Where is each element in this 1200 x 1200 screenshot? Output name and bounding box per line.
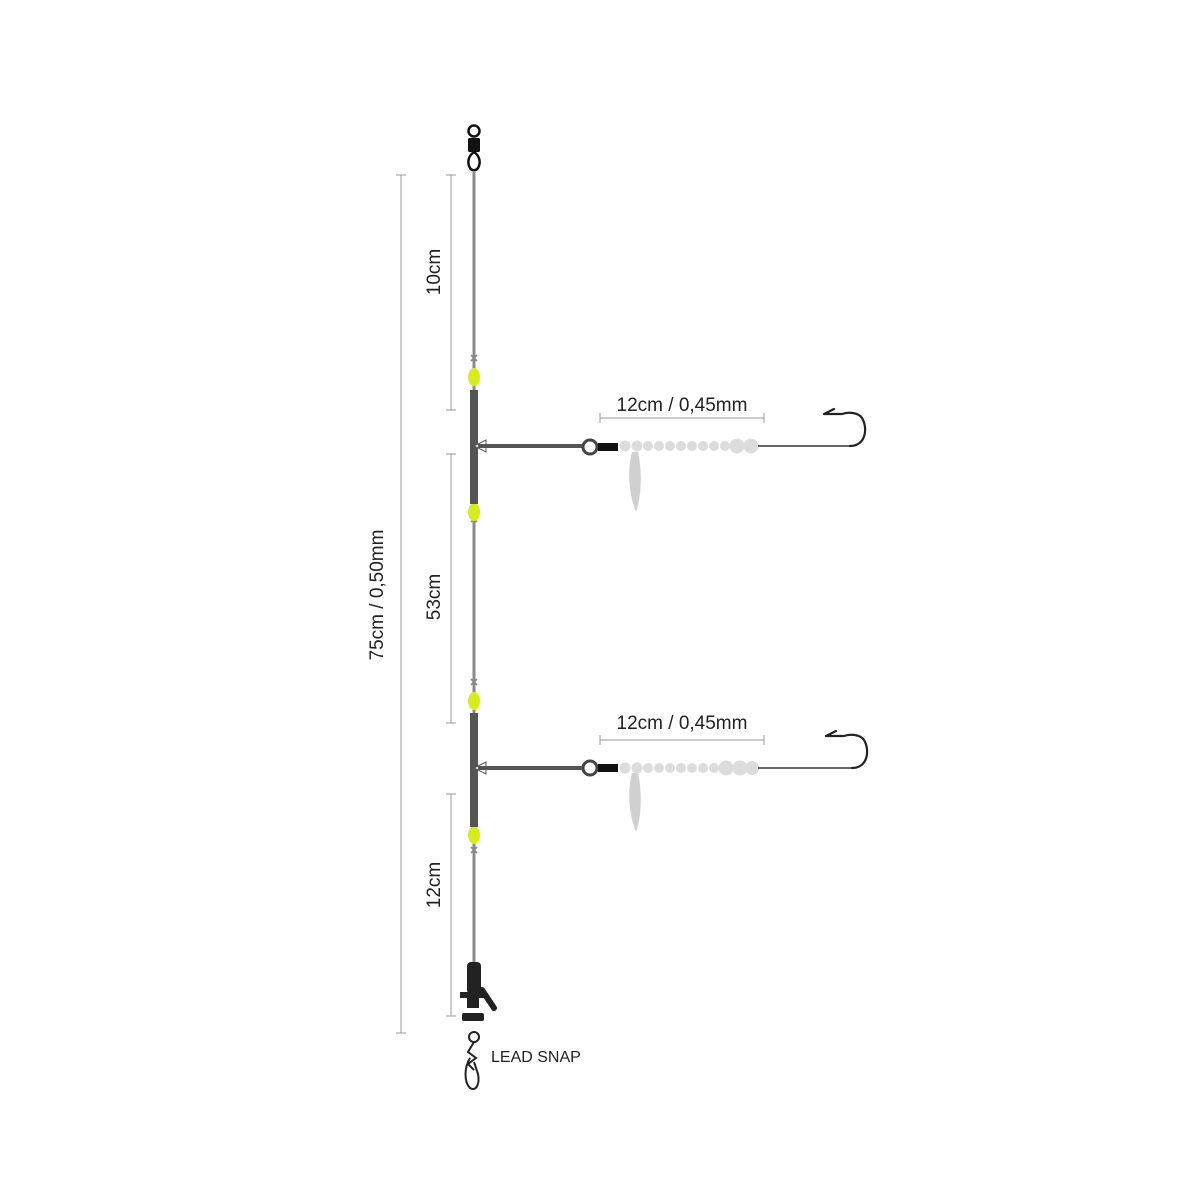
lower-snood xyxy=(581,729,869,832)
dropper-upper-label: 12cm / 0,45mm xyxy=(617,395,748,416)
spoon-icon xyxy=(629,452,641,512)
lead-snap-label: LEAD SNAP xyxy=(491,1049,581,1066)
hook-icon xyxy=(824,729,869,770)
dimension-bottom-segment xyxy=(446,793,456,1017)
bead-icon xyxy=(468,503,480,521)
lower-boom xyxy=(468,678,584,854)
dimension-total xyxy=(396,174,406,1034)
lead-clip-icon xyxy=(460,962,497,1021)
stop-knot-icon xyxy=(470,354,478,362)
spoon-icon xyxy=(629,773,641,832)
segment-top-label: 10cm xyxy=(424,249,445,295)
total-length-label: 75cm / 0,50mm xyxy=(367,530,388,661)
lead-snap-icon xyxy=(464,1031,480,1090)
stop-knot-icon xyxy=(470,678,478,686)
dimension-middle-segment xyxy=(446,453,456,724)
ring-icon xyxy=(581,759,599,777)
bead-icon xyxy=(468,368,480,386)
dimension-lower-dropper xyxy=(599,735,765,745)
pearl-beads xyxy=(619,438,759,454)
segment-middle-label: 53cm xyxy=(424,574,445,620)
upper-snood xyxy=(581,407,867,512)
swivel-icon xyxy=(467,124,481,172)
hook-icon xyxy=(822,407,867,448)
stop-knot-icon xyxy=(470,846,478,854)
dimension-upper-dropper xyxy=(599,413,765,423)
bead-icon xyxy=(468,692,480,710)
dropper-lower-label: 12cm / 0,45mm xyxy=(617,713,748,734)
segment-bottom-label: 12cm xyxy=(424,862,445,908)
pearl-beads xyxy=(619,760,759,776)
dimension-top-segment xyxy=(446,174,456,411)
upper-boom xyxy=(468,354,584,523)
bead-icon xyxy=(468,826,480,844)
ring-icon xyxy=(581,438,599,456)
